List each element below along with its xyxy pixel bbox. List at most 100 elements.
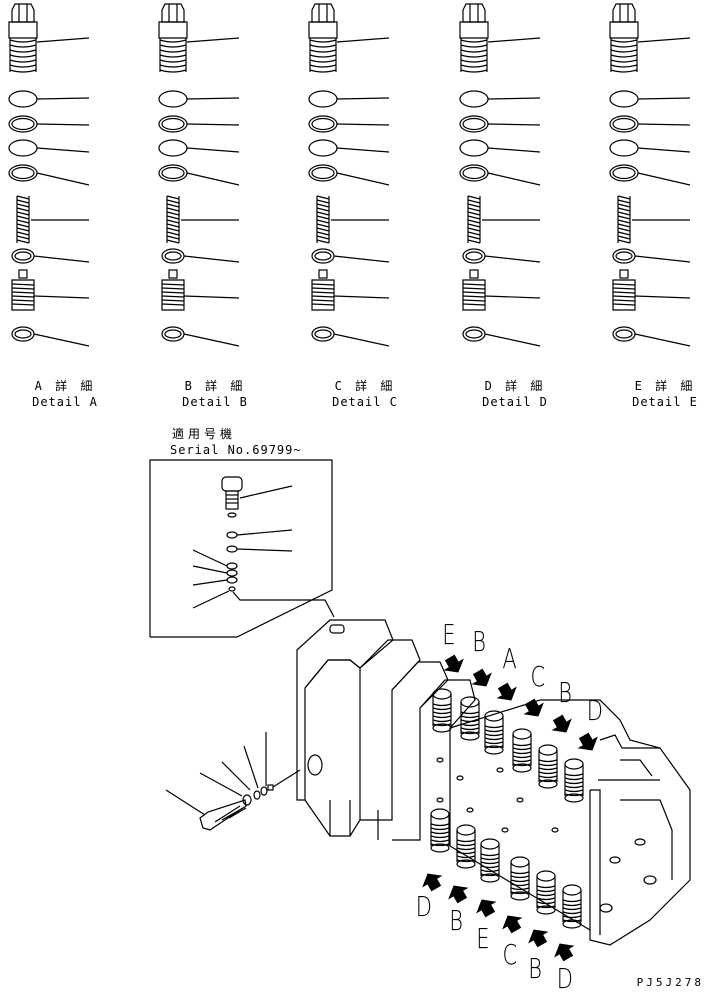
arrow-label-bottom: D — [556, 962, 573, 995]
leader-line — [336, 37, 390, 43]
spring-coil — [16, 211, 30, 216]
plug-head-icon — [311, 3, 335, 23]
mounted-plug-thread — [536, 901, 556, 905]
o-ring — [459, 90, 489, 108]
plug-head-icon — [462, 3, 486, 23]
arrow-down-icon — [471, 668, 492, 687]
mounted-plug-thread — [536, 893, 556, 897]
poppet-groove — [311, 291, 335, 294]
plug-thread — [460, 59, 488, 63]
mounted-plug-thread — [510, 871, 530, 875]
spring-coil — [617, 207, 631, 212]
detail-caption-a: A 詳 細 Detail A — [0, 378, 130, 410]
spring-coil — [16, 235, 30, 240]
spring-coil — [467, 207, 481, 212]
arrow-down-icon — [496, 682, 517, 701]
spring-coil — [166, 195, 180, 200]
inset-plug-icon — [221, 476, 293, 518]
spring-coil — [617, 199, 631, 204]
poppet-groove — [11, 295, 35, 298]
spring-coil — [316, 215, 330, 220]
poppet-groove — [11, 283, 35, 286]
spring-coil — [166, 231, 180, 236]
poppet-groove — [462, 295, 486, 298]
arrow-up-icon — [502, 915, 523, 934]
poppet-groove — [161, 287, 185, 290]
detail-column-e — [609, 3, 691, 347]
leader-line — [637, 123, 691, 126]
mounted-plug-thread — [460, 711, 480, 715]
leader-line — [183, 255, 240, 263]
spring-coil — [16, 223, 30, 228]
drawing-code: PJ5J278 — [636, 976, 704, 989]
mounted-plug-top — [564, 758, 584, 770]
mounted-plug-thread — [484, 737, 504, 741]
arrow-label-top: B — [472, 625, 487, 658]
inset-o-ring — [226, 531, 238, 539]
lower-seat-inner — [14, 329, 32, 339]
spring-coil — [316, 231, 330, 236]
spring-seat-inner — [615, 251, 633, 261]
leader-line — [186, 37, 240, 43]
detail-caption-b: B 詳 細 Detail B — [150, 378, 280, 410]
mounted-plug-top — [430, 808, 450, 820]
mounted-plug-thread — [512, 747, 532, 751]
spring-coil — [316, 227, 330, 232]
leader-line — [484, 295, 541, 299]
o-ring — [158, 139, 188, 157]
o-ring — [158, 90, 188, 108]
plug-thread — [610, 69, 638, 73]
mounted-plug-icon — [510, 856, 530, 901]
spring-coil — [16, 199, 30, 204]
mounted-plug-thread — [562, 899, 582, 903]
mounted-plug-thread — [510, 891, 530, 895]
spring-coil — [467, 235, 481, 240]
spring-coil — [617, 215, 631, 220]
mounted-plug-icon — [484, 710, 504, 755]
detail-en-label: Detail A — [32, 395, 98, 409]
poppet-groove — [161, 303, 185, 306]
leader-line — [33, 295, 90, 299]
plug-thread — [610, 59, 638, 63]
o-ring — [459, 139, 489, 157]
spring-coil — [316, 195, 330, 200]
mounted-plug-base — [510, 891, 530, 901]
spring-coil — [166, 199, 180, 204]
mounted-plug-thread — [538, 767, 558, 771]
spring-coil — [467, 223, 481, 228]
mounted-plug-icon — [536, 870, 556, 915]
plug-thread — [9, 39, 37, 43]
plug-thread — [610, 39, 638, 43]
leader-line — [336, 123, 390, 126]
plug-thread — [610, 49, 638, 53]
plug-thread — [309, 69, 337, 73]
mounted-plug-thread — [536, 897, 556, 901]
backup-ring-inner — [311, 117, 335, 131]
spring-coil — [166, 207, 180, 212]
mounted-plug-thread — [562, 919, 582, 923]
leader-line — [487, 37, 541, 43]
leader-line — [183, 333, 240, 347]
o-ring — [308, 139, 338, 157]
leader-line — [637, 37, 691, 43]
leader-line — [36, 97, 90, 100]
spring-coil — [467, 231, 481, 236]
arrow-up-icon — [448, 885, 469, 904]
plug-thread — [610, 54, 638, 58]
backup-ring-inner — [161, 166, 185, 180]
poppet-groove — [11, 287, 35, 290]
mounted-plug-icon — [480, 838, 500, 883]
mounted-plug-thread — [456, 847, 476, 851]
spring-coil — [316, 211, 330, 216]
lower-seat-inner — [164, 329, 182, 339]
spring-coil — [16, 203, 30, 208]
mounted-plug-thread — [480, 873, 500, 877]
side-plug-assembly — [165, 732, 301, 831]
mounted-plug-thread — [536, 905, 556, 909]
arrow-label-bottom: B — [449, 904, 464, 937]
mounted-plug-base — [456, 859, 476, 869]
plug-thread — [460, 64, 488, 68]
spring-coil — [166, 235, 180, 240]
plug-thread — [9, 59, 37, 63]
arrow-down-icon — [523, 698, 544, 717]
